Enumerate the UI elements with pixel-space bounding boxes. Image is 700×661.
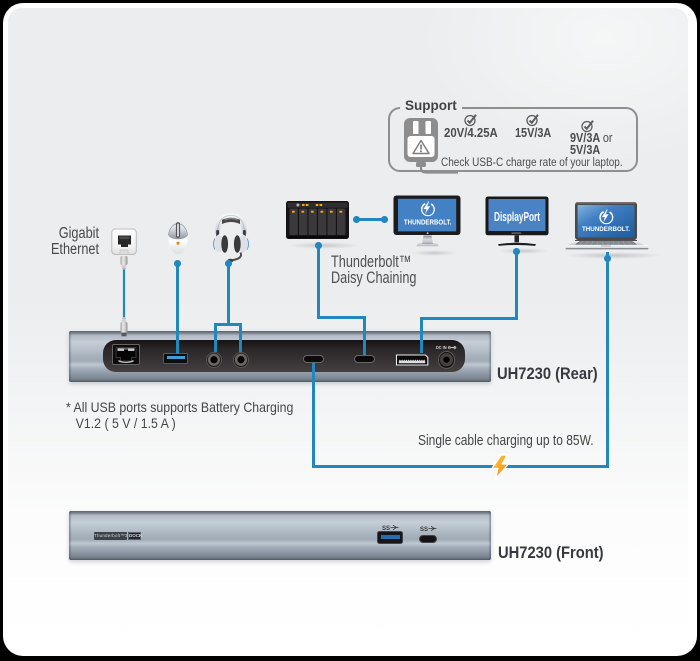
svg-text:SS: SS xyxy=(382,526,390,531)
svg-text:THUNDERBOLT.: THUNDERBOLT. xyxy=(404,220,451,227)
svg-text:DisplayPort: DisplayPort xyxy=(494,209,541,223)
svg-text:THUNDERBOLT.: THUNDERBOLT. xyxy=(582,226,630,233)
svg-text:SS: SS xyxy=(420,527,428,532)
